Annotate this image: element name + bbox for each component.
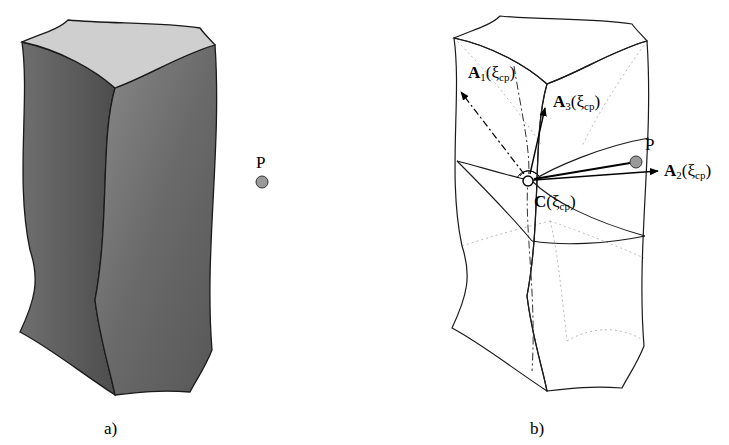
point — [256, 176, 268, 188]
vector-label: A3(ξcp) — [553, 93, 600, 112]
solid-body — [20, 20, 217, 395]
point-label: C(ξcp) — [534, 193, 576, 212]
panel-label: a) — [104, 420, 117, 437]
point-label: P — [256, 154, 265, 171]
panel-label: b) — [530, 420, 544, 437]
wireframe-body — [452, 16, 649, 391]
point — [630, 156, 642, 168]
vectors — [461, 92, 658, 180]
vector-label: A2(ξcp) — [664, 162, 711, 181]
point-label: P — [645, 136, 654, 153]
vector-label: A1(ξcp) — [468, 64, 515, 83]
origin-point — [523, 176, 533, 186]
